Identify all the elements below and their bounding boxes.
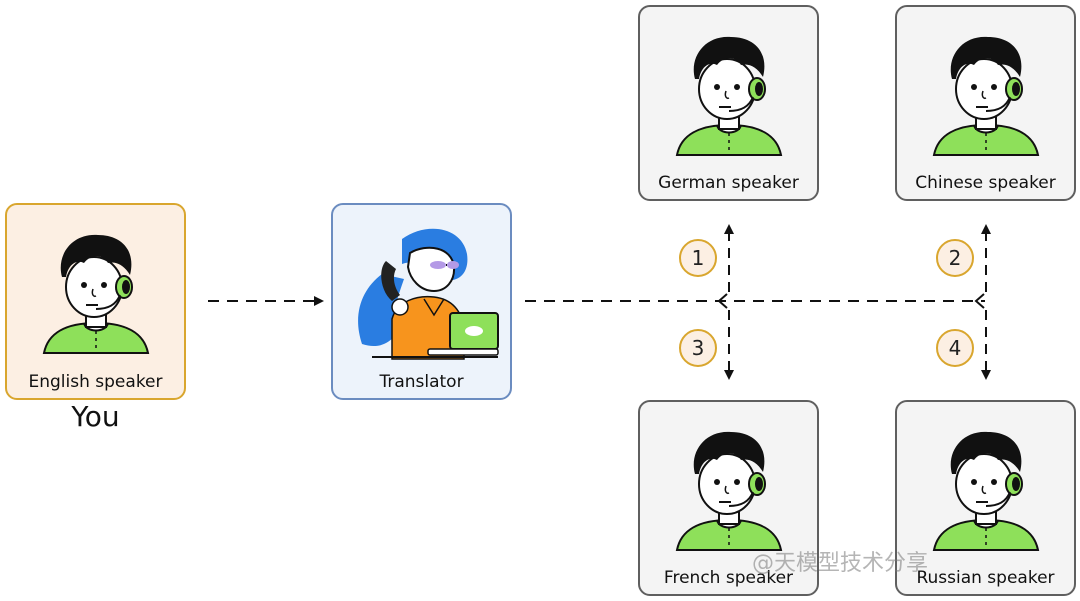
node-russian-speaker: Russian speaker xyxy=(895,400,1076,596)
person-avatar-icon xyxy=(932,35,1039,156)
person-avatar-icon xyxy=(675,35,782,156)
node-german-speaker: German speaker xyxy=(638,5,819,201)
node-label: French speaker xyxy=(663,568,794,588)
node-english-speaker: English speaker xyxy=(5,203,186,400)
node-label: Chinese speaker xyxy=(915,173,1056,193)
node-french-speaker: French speaker xyxy=(638,400,819,596)
chevron-2 xyxy=(974,293,985,309)
step-badge-3: 3 xyxy=(679,329,717,367)
step-badge-2: 2 xyxy=(936,239,974,277)
node-label: Translator xyxy=(379,372,464,392)
step-badge-1: 1 xyxy=(679,239,717,277)
person-avatar-icon xyxy=(42,233,149,354)
translator-illustration-icon xyxy=(357,228,499,360)
watermark: @天模型技术分享 xyxy=(752,551,929,576)
node-chinese-speaker: Chinese speaker xyxy=(895,5,1076,201)
node-label: English speaker xyxy=(28,372,163,392)
step-badge-4: 4 xyxy=(936,329,974,367)
node-translator: Translator xyxy=(331,203,512,400)
node-label: Russian speaker xyxy=(916,568,1055,588)
you-caption: You xyxy=(71,400,120,433)
person-avatar-icon xyxy=(675,430,782,551)
person-avatar-icon xyxy=(932,430,1039,551)
chevron-1 xyxy=(717,293,728,309)
node-label: German speaker xyxy=(658,173,799,193)
